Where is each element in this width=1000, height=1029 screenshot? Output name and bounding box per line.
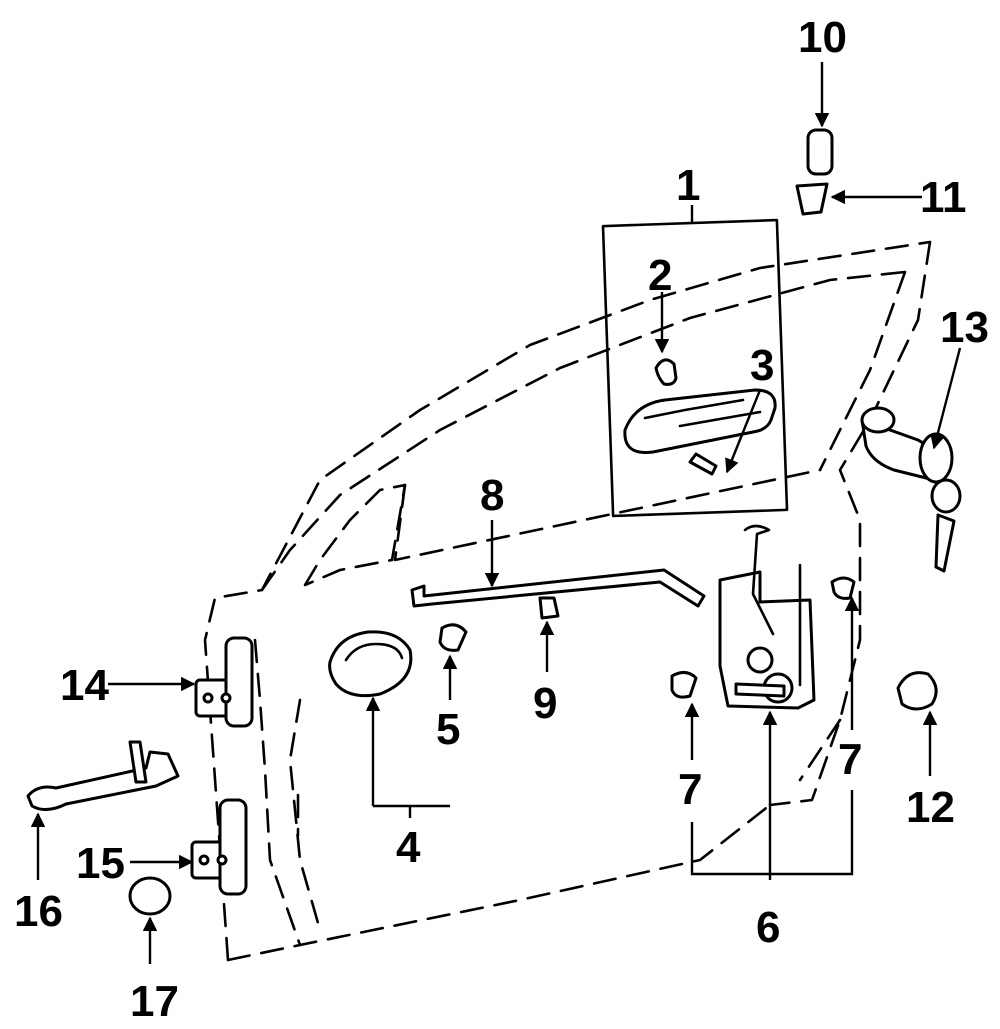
callout-17: 17: [130, 977, 179, 1026]
callout-10: 10: [798, 13, 847, 62]
rod-clip-9: [538, 596, 560, 620]
handle-rod-clip: [438, 623, 468, 652]
inside-handle: [328, 630, 413, 698]
lock-retainer: [795, 182, 829, 216]
callout-8: 8: [480, 471, 504, 520]
lower-hinge: [190, 798, 248, 896]
lock-rod-clip-left: [670, 671, 698, 699]
callout-9: 9: [533, 679, 557, 728]
upper-hinge: [194, 636, 254, 728]
callout-3-arrow: [725, 389, 762, 474]
door-lock-cylinder: [860, 406, 962, 573]
door-check: [26, 750, 180, 811]
callout-4: 4: [396, 823, 421, 872]
callout-7-left: 7: [678, 765, 702, 814]
handle-clip: [654, 358, 678, 386]
door-striker: [896, 671, 938, 711]
lock-cylinder-cap: [806, 128, 834, 176]
callout-13: 13: [940, 303, 989, 352]
lock-rod-clip-right: [830, 576, 856, 600]
callout-7-right: 7: [838, 735, 862, 784]
callout-5: 5: [436, 705, 460, 754]
callout-3: 3: [750, 341, 774, 390]
door-outline: [203, 240, 932, 962]
callout-4-5-bracket: [373, 804, 450, 818]
callout-2: 2: [648, 251, 672, 300]
callout-12: 12: [906, 783, 955, 832]
callout-14: 14: [60, 661, 109, 710]
outside-handle-box: [601, 218, 789, 518]
access-plug: [128, 876, 172, 916]
door-lock-assembly: [718, 524, 816, 710]
callout-6-7-bracket: [690, 790, 854, 876]
callout-1: 1: [676, 161, 700, 210]
callout-16: 16: [14, 887, 63, 936]
control-rod: [410, 568, 706, 608]
callout-6: 6: [756, 903, 780, 952]
callout-11: 11: [920, 173, 967, 222]
callout-13-arrow: [930, 347, 962, 450]
handle-screw: [688, 452, 718, 476]
callout-15: 15: [76, 839, 125, 888]
